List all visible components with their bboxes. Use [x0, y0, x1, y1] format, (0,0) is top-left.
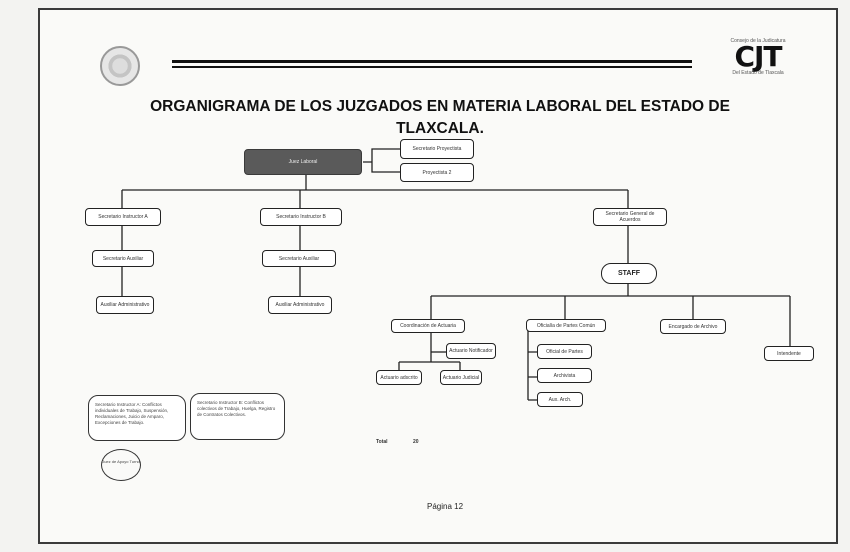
- org-node-label: Secretario General de Acuerdos: [605, 211, 655, 223]
- title-line-1: ORGANIGRAMA DE LOS JUZGADOS EN MATERIA L…: [150, 98, 730, 115]
- org-node-staff: STAFF: [601, 263, 657, 284]
- org-node-auxiliar-administrativo-a: Auxiliar Administrativo: [96, 296, 154, 314]
- institution-logo: Consejo de la Judicatura CJT Del Estado …: [723, 38, 793, 90]
- org-node-label: Archivista: [553, 372, 576, 379]
- seal-icon: [100, 46, 140, 86]
- org-node-secretario-auxiliar-a: Secretario Auxiliar: [92, 250, 154, 267]
- header-rule-bottom: [172, 66, 692, 68]
- org-node-actuario-adscrito: Actuario adscrito: [376, 370, 422, 385]
- org-node-actuario-notificador: Actuario Notificador: [446, 343, 496, 359]
- org-node-label: Actuario adscrito: [380, 374, 418, 381]
- note-text: Secretario Instructor A: Conflictos indi…: [95, 402, 169, 425]
- org-node-secretario-instructor-a: Secretario Instructor A: [85, 208, 161, 226]
- mid-label-total: Total: [376, 439, 388, 445]
- org-node-secretario-auxiliar-b: Secretario Auxiliar: [262, 250, 336, 267]
- org-node-label: Aux. Arch.: [548, 396, 572, 403]
- org-node-actuario-judicial: Actuario Judicial: [440, 370, 482, 385]
- org-node-encargado-archivo: Encargado de Archivo: [660, 319, 726, 334]
- org-node-oficialia: Oficialía de Partes Común: [526, 319, 606, 332]
- org-node-juez-label: Juez Laboral: [288, 159, 318, 165]
- org-node-label: STAFF: [617, 269, 641, 277]
- org-node-oficial-partes: Oficial de Partes: [537, 344, 592, 359]
- mid-label-number: 20: [413, 439, 419, 445]
- org-node-label: Auxiliar Administrativo: [100, 302, 150, 308]
- org-node-label: Secretario Auxiliar: [278, 255, 320, 262]
- org-node-label: Secretario Instructor A: [98, 214, 148, 220]
- org-node-label: Secretario Proyectista: [412, 146, 462, 152]
- org-node-label: Intendente: [777, 350, 801, 357]
- org-node-secretario-proyectista: Secretario Proyectista: [400, 139, 474, 159]
- org-node-intendente: Intendente: [764, 346, 814, 361]
- logo-caption-top: Consejo de la Judicatura: [730, 38, 786, 44]
- org-node-label: Actuario Judicial: [442, 374, 480, 381]
- note-instructor-b: Secretario Instructor B: Conflictos cole…: [190, 393, 285, 440]
- org-node-secretario-general: Secretario General de Acuerdos: [593, 208, 667, 226]
- org-node-juez: Juez Laboral: [244, 149, 362, 175]
- org-node-label: Encargado de Archivo: [668, 323, 718, 330]
- note-instructor-a: Secretario Instructor A: Conflictos indi…: [88, 395, 186, 441]
- note-oval-text: Juez de Apoyo Turno: [102, 459, 140, 464]
- org-node-proyectista: Proyectista 2: [400, 163, 474, 182]
- org-node-label: Oficialía de Partes Común: [536, 322, 596, 329]
- logo-mark: CJT: [734, 40, 782, 73]
- note-oval: Juez de Apoyo Turno: [101, 449, 141, 481]
- page-title: ORGANIGRAMA DE LOS JUZGADOS EN MATERIA L…: [110, 96, 770, 140]
- header-rule-top: [172, 60, 692, 63]
- org-node-label: Actuario Notificador: [449, 348, 493, 354]
- org-node-label: Secretario Instructor B: [276, 214, 326, 220]
- org-node-label: Secretario Auxiliar: [102, 255, 144, 262]
- note-text: Secretario Instructor B: Conflictos cole…: [197, 400, 276, 417]
- org-node-coordinacion: Coordinación de Actuaria: [391, 319, 465, 333]
- document-page: [38, 8, 838, 544]
- org-node-archivista: Archivista: [537, 368, 592, 383]
- org-node-auxiliar-administrativo-b: Auxiliar Administrativo: [268, 296, 332, 314]
- logo-caption-bottom: Del Estado de Tlaxcala: [732, 70, 784, 76]
- page-number: Página 12: [426, 502, 464, 511]
- org-node-label: Coordinación de Actuaria: [400, 323, 456, 329]
- org-node-secretario-instructor-b: Secretario Instructor B: [260, 208, 342, 226]
- org-node-label: Oficial de Partes: [546, 348, 583, 355]
- org-node-aux-archivo: Aux. Arch.: [537, 392, 583, 407]
- org-node-label: Proyectista 2: [422, 169, 452, 176]
- org-node-label: Auxiliar Administrativo: [275, 302, 325, 308]
- title-line-2: TLAXCALA.: [396, 120, 484, 137]
